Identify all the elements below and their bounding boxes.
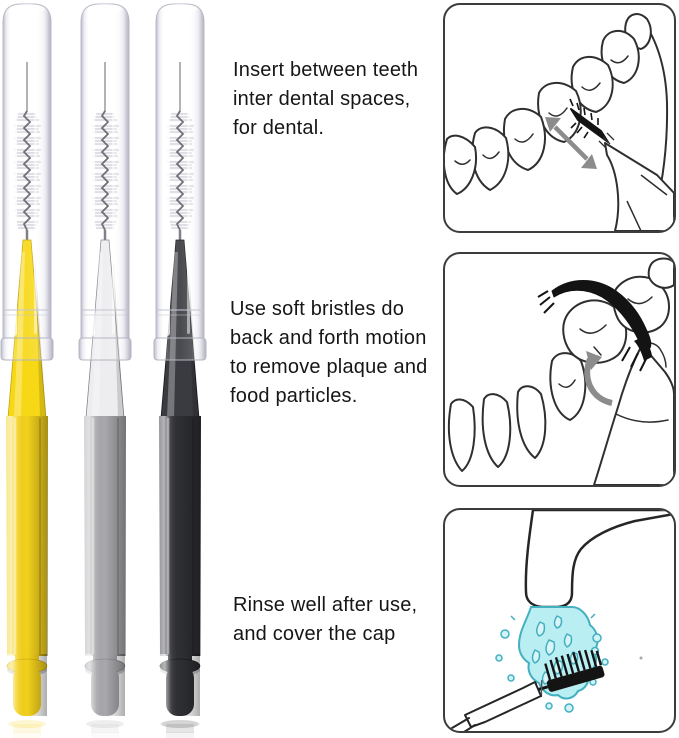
illustration-rinse-under-faucet: [446, 510, 674, 731]
illustration-back-and-forth: [447, 257, 674, 485]
double-arrow: [545, 117, 597, 169]
tooth-detail-lines: [454, 55, 629, 165]
brush-black: [141, 0, 219, 738]
brush-handle-outline: [464, 681, 542, 728]
illustration-insert-between-teeth: [445, 13, 674, 231]
speck: [639, 656, 643, 660]
instruction-panel-1: [443, 3, 676, 233]
faucet-outline: [524, 510, 674, 609]
instruction-panel-3: [443, 508, 676, 733]
brush-handle-outline: [604, 142, 674, 231]
instruction-text-step-1: Insert between teeth inter dental spaces…: [233, 59, 419, 139]
brush-yellow: [0, 0, 66, 738]
instruction-text-step-3: Rinse well after use, and cover the cap: [233, 594, 418, 645]
brush-head-bent-black: [551, 280, 652, 349]
rotation-arrow: [584, 351, 613, 406]
brush-gray: [66, 0, 144, 738]
tooth-detail-lines: [558, 296, 669, 423]
instruction-panel-2: [443, 252, 676, 487]
instruction-text-step-2: Use soft bristles do back and forth moti…: [230, 298, 428, 407]
hand-outline: [593, 344, 674, 485]
